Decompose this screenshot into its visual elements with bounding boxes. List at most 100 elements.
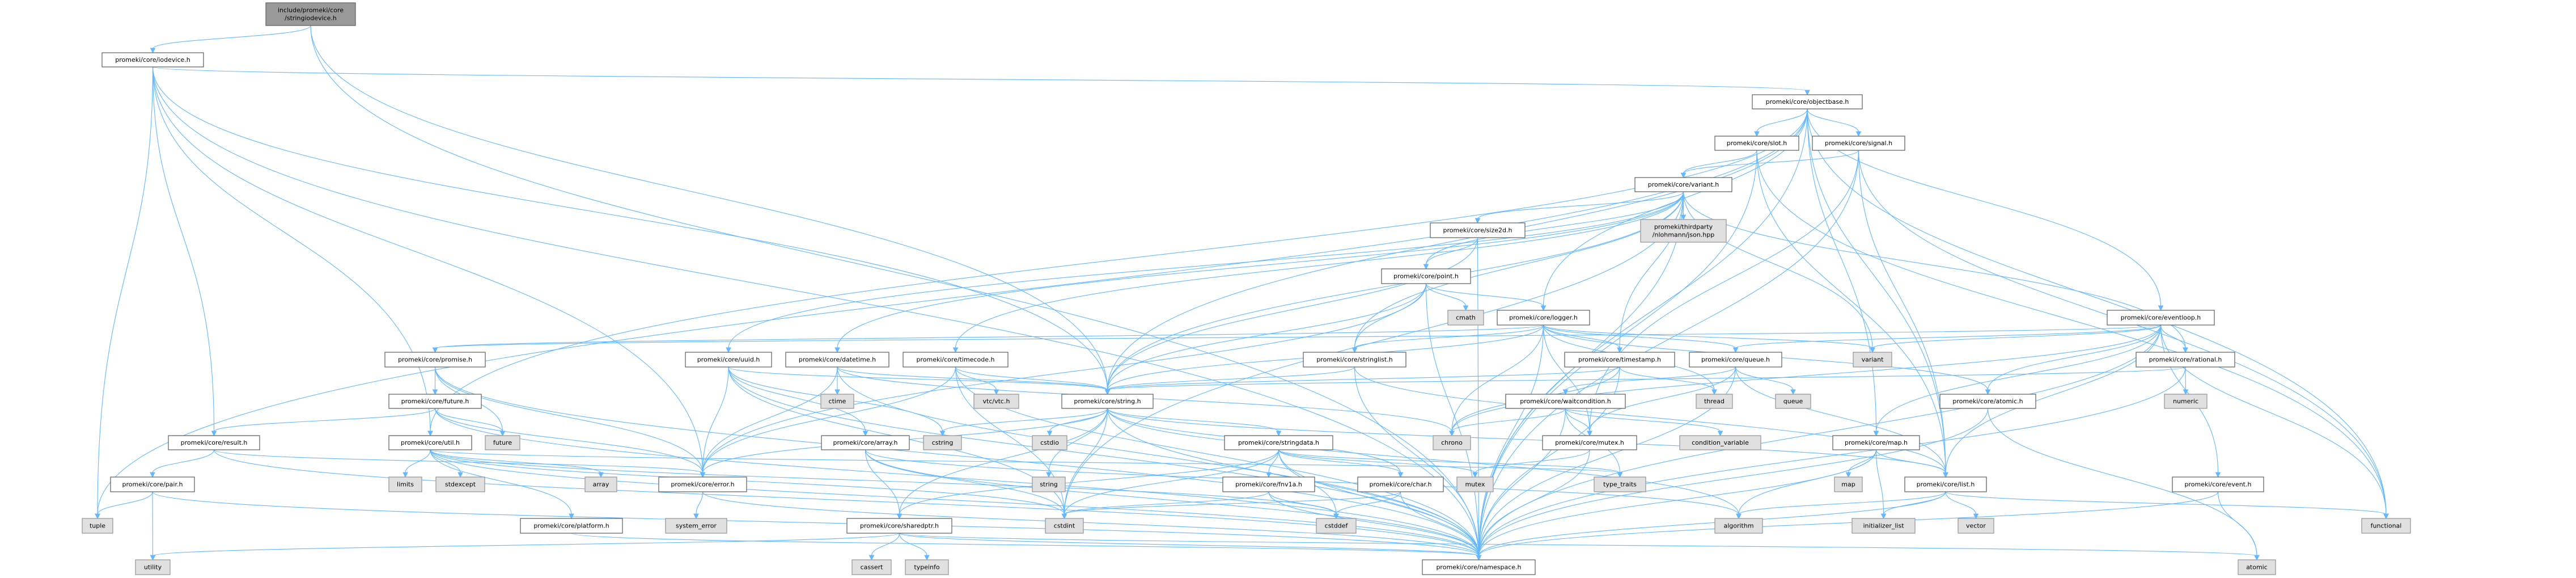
edge-rational-to-string_h xyxy=(1107,366,2186,391)
arrowhead-icon xyxy=(1680,214,1687,221)
node-label: promeki/core/list.h xyxy=(1917,481,1975,488)
edge-result-to-pair xyxy=(152,449,215,474)
node-iodevice[interactable]: promeki/core/iodevice.h xyxy=(101,52,204,67)
node-tuple: tuple xyxy=(82,518,113,534)
edge-variant_h-to-timecode xyxy=(955,191,1684,349)
node-variant-h[interactable]: promeki/core/variant.h xyxy=(1634,177,1732,192)
arrowhead-icon xyxy=(1617,347,1622,353)
edge-signal-to-variant_h xyxy=(1683,150,1859,174)
edge-waitcondition-to-namespace xyxy=(1478,408,1566,556)
node-label: promeki/core/platform.h xyxy=(533,522,609,530)
edge-variant_h-to-namespace xyxy=(1478,191,1684,556)
node-waitcondition[interactable]: promeki/core/waitcondition.h xyxy=(1505,394,1626,409)
node-array-h[interactable]: promeki/core/array.h xyxy=(821,435,910,450)
edge-point-to-string_h xyxy=(1107,283,1427,391)
node-algorithm: algorithm xyxy=(1714,518,1763,534)
arrowhead-icon xyxy=(700,472,706,478)
node-box xyxy=(135,559,171,575)
edge-fnv1a-to-cstdint xyxy=(1064,491,1269,515)
edge-variant_h-to-timestamp xyxy=(1619,191,1684,349)
edge-root-to-iodevice xyxy=(152,25,311,49)
node-error[interactable]: promeki/core/error.h xyxy=(658,476,747,492)
node-vtc: vtc/vtc.h xyxy=(973,394,1019,409)
arrowhead-icon xyxy=(726,347,731,353)
node-box xyxy=(1679,435,1761,450)
node-timestamp[interactable]: promeki/core/timestamp.h xyxy=(1564,352,1675,368)
node-box xyxy=(1381,268,1471,284)
edge-waitcondition-to-chrono xyxy=(1451,408,1566,432)
node-eventloop[interactable]: promeki/core/eventloop.h xyxy=(2107,310,2215,326)
node-promise[interactable]: promeki/core/promise.h xyxy=(384,352,486,368)
edge-list_h-to-namespace xyxy=(1478,491,1946,556)
node-stringlist[interactable]: promeki/core/stringlist.h xyxy=(1303,352,1406,368)
node-queue-h[interactable]: promeki/core/queue.h xyxy=(1689,352,1782,368)
edge-logger-to-variant xyxy=(1543,324,1873,349)
node-root[interactable]: include/promeki/core/stringiodevice.h xyxy=(265,2,356,26)
node-uuid[interactable]: promeki/core/uuid.h xyxy=(685,352,772,368)
node-box xyxy=(1852,518,1916,534)
node-box xyxy=(973,394,1019,409)
node-label: promeki/core/waitcondition.h xyxy=(1520,398,1611,405)
edge-list_h-to-functional xyxy=(1945,491,2387,515)
node-label: /stringiodevice.h xyxy=(285,15,337,22)
edge-event-to-atomic xyxy=(2217,491,2257,556)
arrowhead-icon xyxy=(569,513,574,520)
node-namespace[interactable]: promeki/core/namespace.h xyxy=(1422,559,1536,575)
edge-waitcondition-to-condvar xyxy=(1565,408,1721,432)
edge-point-to-error xyxy=(702,283,1427,474)
edge-iodevice-to-objectbase xyxy=(152,66,1808,91)
node-slot[interactable]: promeki/core/slot.h xyxy=(1714,136,1799,151)
edge-char-to-namespace xyxy=(1400,491,1480,556)
edge-list_h-to-vector xyxy=(1945,491,1977,515)
node-platform[interactable]: promeki/core/platform.h xyxy=(520,518,623,534)
node-list-h[interactable]: promeki/core/list.h xyxy=(1904,476,1987,492)
node-pair[interactable]: promeki/core/pair.h xyxy=(110,476,195,492)
node-label: promeki/core/signal.h xyxy=(1825,140,1892,147)
edge-variant_h-to-point xyxy=(1425,191,1684,265)
node-logger[interactable]: promeki/core/logger.h xyxy=(1497,310,1590,326)
node-size2d[interactable]: promeki/core/size2d.h xyxy=(1430,222,1526,238)
node-sharedptr[interactable]: promeki/core/sharedptr.h xyxy=(846,518,952,534)
node-box xyxy=(388,394,482,409)
node-atomic-h[interactable]: promeki/core/atomic.h xyxy=(1939,394,2036,409)
edge-string_h-to-list_h xyxy=(1107,408,1946,474)
node-label: typeinfo xyxy=(914,564,939,571)
node-fnv1a[interactable]: promeki/core/fnv1a.h xyxy=(1222,476,1315,492)
arrowhead-icon xyxy=(457,472,463,478)
node-objectbase[interactable]: promeki/core/objectbase.h xyxy=(1752,94,1863,109)
node-future-h[interactable]: promeki/core/future.h xyxy=(388,394,482,409)
node-event[interactable]: promeki/core/event.h xyxy=(2172,476,2264,492)
node-mutex-h[interactable]: promeki/core/mutex.h xyxy=(1542,435,1637,450)
node-string-h[interactable]: promeki/core/string.h xyxy=(1061,394,1154,409)
edge-timecode-to-vtc xyxy=(955,366,997,391)
edge-result-to-error xyxy=(213,449,704,474)
node-result[interactable]: promeki/core/result.h xyxy=(168,435,260,450)
node-box xyxy=(435,476,485,492)
node-map-h[interactable]: promeki/core/map.h xyxy=(1832,435,1920,450)
arrowhead-icon xyxy=(1104,389,1111,395)
node-point[interactable]: promeki/core/point.h xyxy=(1381,268,1471,284)
node-label: promeki/core/fnv1a.h xyxy=(1235,481,1302,488)
node-box xyxy=(1456,476,1494,492)
node-util[interactable]: promeki/core/util.h xyxy=(388,435,472,450)
node-signal[interactable]: promeki/core/signal.h xyxy=(1812,136,1905,151)
node-label: promeki/core/stringlist.h xyxy=(1316,356,1392,364)
node-box xyxy=(1564,352,1675,368)
arrowhead-icon xyxy=(1540,305,1547,311)
edge-eventloop-to-rational xyxy=(2160,324,2186,349)
node-box xyxy=(2361,518,2411,534)
node-label: promeki/core/namespace.h xyxy=(1436,564,1521,571)
edge-future_h-to-error xyxy=(434,408,704,474)
node-stringdata[interactable]: promeki/core/stringdata.h xyxy=(1224,435,1333,450)
node-label: mutex xyxy=(1465,481,1485,488)
node-datetime[interactable]: promeki/core/datetime.h xyxy=(785,352,889,368)
arrowhead-icon xyxy=(150,48,156,54)
node-char[interactable]: promeki/core/char.h xyxy=(1357,476,1444,492)
arrowhead-icon xyxy=(211,431,217,437)
node-timecode[interactable]: promeki/core/timecode.h xyxy=(903,352,1009,368)
node-label: array xyxy=(593,481,609,488)
node-label: atomic xyxy=(2246,564,2268,571)
arrowhead-icon xyxy=(432,347,438,353)
node-label: algorithm xyxy=(1723,522,1753,530)
node-rational[interactable]: promeki/core/rational.h xyxy=(2136,352,2235,368)
